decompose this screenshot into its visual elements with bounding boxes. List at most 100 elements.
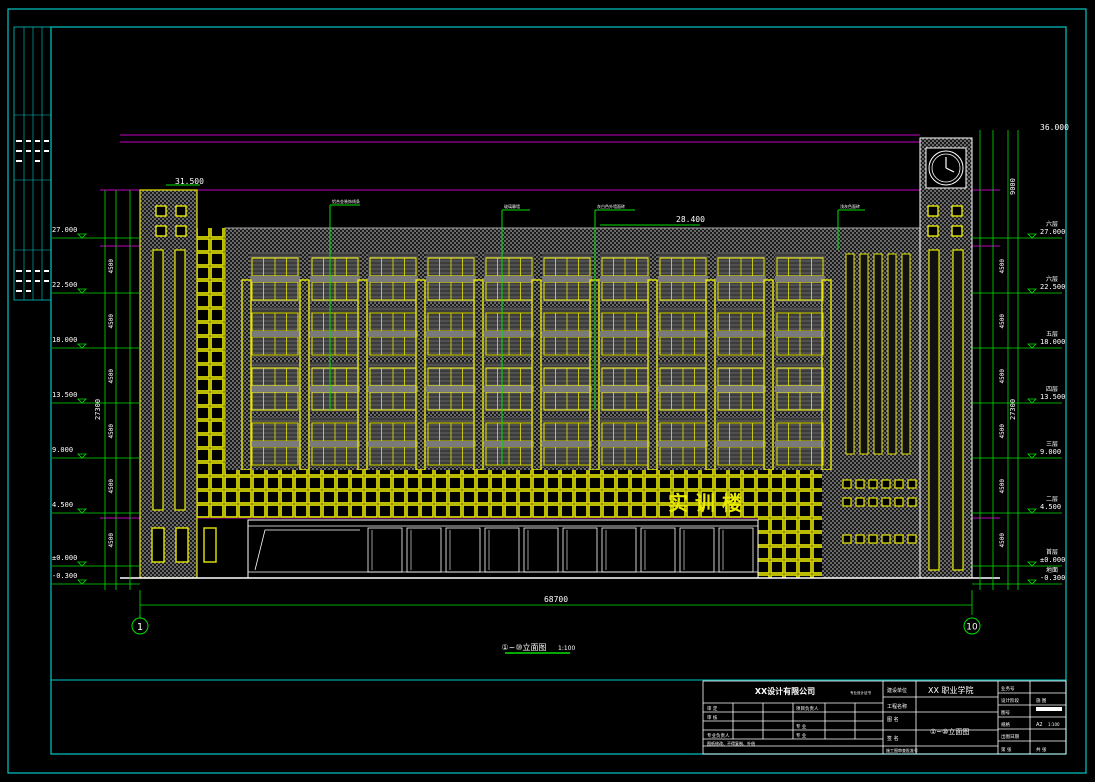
tall-window xyxy=(845,253,855,455)
podium-glass-grid xyxy=(197,470,822,518)
curtain-wall-bays xyxy=(250,252,825,467)
right-label-5: 出图日期 xyxy=(1001,733,1019,740)
row-label-3: 专业负责人 xyxy=(707,732,730,739)
podium-window xyxy=(894,534,904,544)
floor-name-text: 地面 xyxy=(1046,566,1058,574)
overall-dimension-text: 68700 xyxy=(544,595,568,604)
owner-label: 建设单位 xyxy=(887,687,907,694)
building-sign: 实 训 楼 xyxy=(668,491,742,515)
level-text: 4.500 xyxy=(1040,503,1061,511)
floor-dim-text: 4500 xyxy=(999,259,1006,274)
curtain-bay xyxy=(426,307,476,357)
tall-window xyxy=(873,253,883,455)
curtain-bay xyxy=(368,362,418,412)
level-text: 18.000 xyxy=(52,336,77,344)
curtain-bay xyxy=(600,417,650,467)
level-marker-right: 首层±0.000 xyxy=(972,548,1065,567)
door-panel xyxy=(523,527,559,573)
tower-strip-window xyxy=(174,249,186,511)
curtain-bay xyxy=(310,417,360,467)
left-dimension-chain xyxy=(104,190,131,590)
svg-text:10: 10 xyxy=(966,623,978,633)
tower-window xyxy=(927,205,939,217)
floor-name-text: 首层 xyxy=(1046,548,1058,556)
left-stair-tower xyxy=(139,189,198,579)
axis-bubble-end: 10 xyxy=(963,617,981,635)
view-title-text: ①~⑩立面图 xyxy=(501,642,546,652)
bottom-note: 图纸修改、不得复制、外借 xyxy=(707,740,755,746)
tower-strip-window xyxy=(928,249,940,571)
row-label-1: 审 定 xyxy=(707,705,718,712)
left-tower-windows xyxy=(151,205,217,563)
floor-name-text: 六层 xyxy=(1046,275,1058,283)
floor-dim-text: 4500 xyxy=(999,314,1006,329)
curtain-bay xyxy=(426,417,476,467)
floor-dim-text: 4500 xyxy=(108,424,115,439)
curtain-bay xyxy=(658,307,708,357)
podium-window xyxy=(907,534,917,544)
level-text: 9.000 xyxy=(1040,448,1061,456)
floor-name-text: 三层 xyxy=(1046,441,1058,448)
right-value-4: 1:100 xyxy=(1048,722,1060,727)
level-text: 4.500 xyxy=(52,501,73,509)
floor-dim-text: 4500 xyxy=(108,369,115,384)
ground-window xyxy=(151,527,165,563)
tower-window xyxy=(155,225,167,237)
right-label-4: 规格 xyxy=(1001,721,1010,728)
floor-dim-text: 4500 xyxy=(999,369,1006,384)
row-label-2: 审 核 xyxy=(707,714,718,721)
curtain-bay xyxy=(716,307,766,357)
mid-top-elevation: 28.400 xyxy=(676,215,705,224)
level-marker-right: 地面-0.300 xyxy=(972,566,1065,585)
right-dimension-chain xyxy=(979,130,1019,590)
curtain-bay xyxy=(775,307,825,357)
level-text: 27.000 xyxy=(1040,228,1065,236)
project-name-label: 工程名称 xyxy=(887,703,907,710)
podium-window xyxy=(881,479,891,489)
level-text: 13.500 xyxy=(52,391,77,399)
annotation-leaders xyxy=(166,184,865,465)
leader-label-3: 灰白色外墙面砖 xyxy=(597,203,625,209)
floor-dim-text: 4500 xyxy=(108,533,115,548)
right-total-dim: 27300 xyxy=(1009,399,1017,420)
podium-window xyxy=(881,497,891,507)
door-panel xyxy=(562,527,598,573)
left-glass-grid xyxy=(197,228,225,518)
curtain-bay xyxy=(716,362,766,412)
drawing-name-label: 图 名 xyxy=(887,716,899,723)
curtain-bay xyxy=(368,417,418,467)
tall-window xyxy=(887,253,897,455)
door-panel xyxy=(445,527,481,573)
curtain-bay xyxy=(600,307,650,357)
podium-window xyxy=(868,479,878,489)
curtain-bay xyxy=(368,307,418,357)
floor-dim-text: 4500 xyxy=(999,533,1006,548)
view-title: ①~⑩立面图 1:100 xyxy=(501,642,575,654)
tower-window xyxy=(175,205,187,217)
floor-name-text: 二层 xyxy=(1046,496,1058,503)
curtain-bay xyxy=(484,362,534,412)
left-total-dim: 27300 xyxy=(94,399,102,420)
podium-window xyxy=(855,479,865,489)
right-value-1: 施 图 xyxy=(1036,697,1047,704)
leader-label-2: 玻璃幕墙 xyxy=(504,203,520,209)
podium-window xyxy=(868,534,878,544)
curtain-bay xyxy=(775,362,825,412)
level-text: -0.300 xyxy=(52,572,77,580)
door-panel xyxy=(367,527,403,573)
floor-dim-text: 4500 xyxy=(999,424,1006,439)
curtain-bay xyxy=(426,362,476,412)
floor-dim-text: 4500 xyxy=(999,479,1006,494)
curtain-bay xyxy=(250,307,300,357)
curtain-bay xyxy=(542,252,592,302)
clock-tower xyxy=(919,137,973,579)
view-title-scale: 1:100 xyxy=(558,645,575,652)
level-marker-right: 三层9.000 xyxy=(972,441,1062,459)
drawing-name-value: ①~⑩立面图 xyxy=(930,727,969,736)
left-level-markers: 27.00022.50018.00013.5009.0004.500±0.000… xyxy=(52,226,140,585)
door-panel xyxy=(718,527,754,573)
floor-dim-text: 4500 xyxy=(108,479,115,494)
floor-name-text: 四层 xyxy=(1046,386,1058,393)
podium-window xyxy=(855,497,865,507)
